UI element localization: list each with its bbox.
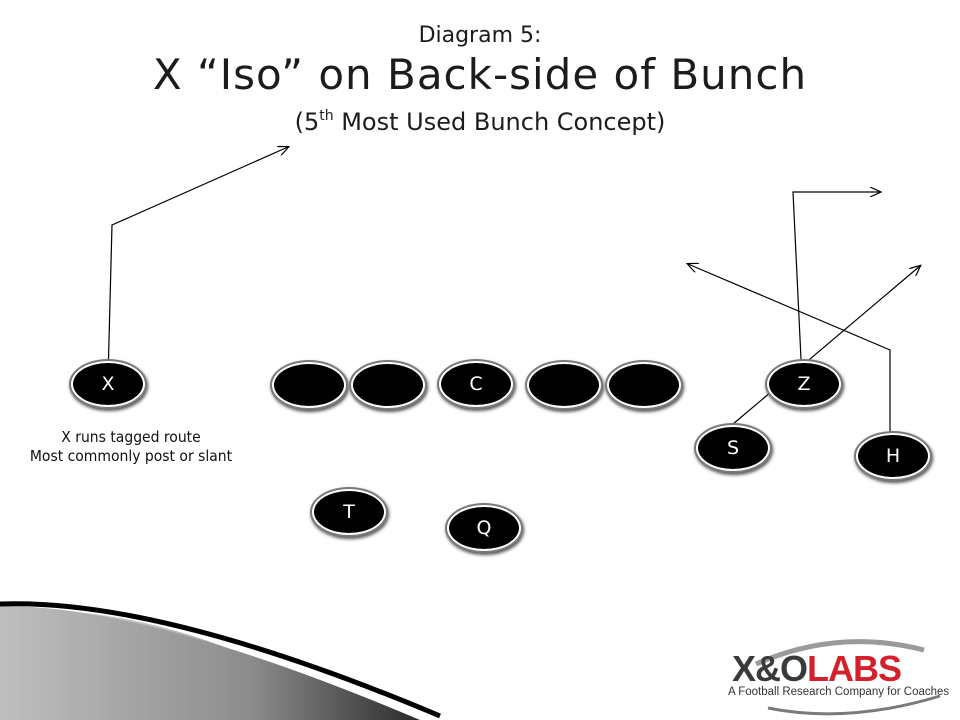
lineman-right-outer[interactable]	[607, 362, 681, 408]
route-note-line2: Most commonly post or slant	[29, 447, 233, 465]
decorative-swoosh	[0, 605, 420, 720]
subtitle-superscript: th	[319, 108, 334, 124]
lineman-right-inner[interactable]	[527, 362, 601, 408]
logo-swoosh-icon	[754, 639, 941, 716]
logo-tagline: A Football Research Company for Coaches	[728, 686, 950, 698]
decorative-swoosh-line	[0, 601, 441, 719]
subtitle-prefix: (5	[294, 108, 320, 136]
player-s[interactable]: S	[696, 425, 770, 471]
diagram-number: Diagram 5:	[418, 23, 542, 48]
xo-labs-logo: X&OLABS A Football Research Company for …	[728, 636, 960, 720]
x-route	[107, 147, 288, 379]
lineman-left-outer[interactable]	[272, 362, 346, 408]
logo-labs-text: LABS	[807, 648, 902, 689]
player-x[interactable]: X	[71, 361, 145, 407]
subtitle-suffix: Most Used Bunch Concept)	[333, 108, 666, 136]
logo-xo-text: X&O	[732, 648, 808, 689]
player-q[interactable]: Q	[447, 505, 521, 551]
lineman-left-inner[interactable]	[351, 362, 425, 408]
diagram-title: X “Iso” on Back-side of Bunch	[152, 50, 808, 99]
diagram-title-block: Diagram 5: X “Iso” on Back-side of Bunch…	[0, 22, 960, 138]
player-c[interactable]: C	[439, 361, 513, 407]
player-z[interactable]: Z	[767, 361, 841, 407]
logo-wordmark: X&OLABS	[732, 648, 902, 690]
h-route	[688, 264, 891, 438]
player-t[interactable]: T	[312, 489, 386, 535]
z-route	[792, 192, 880, 381]
diagram-subtitle: (5th Most Used Bunch Concept)	[0, 100, 960, 138]
route-note-line1: X runs tagged route	[61, 428, 201, 446]
route-note: X runs tagged route Most commonly post o…	[0, 428, 262, 466]
player-h[interactable]: H	[856, 433, 930, 479]
